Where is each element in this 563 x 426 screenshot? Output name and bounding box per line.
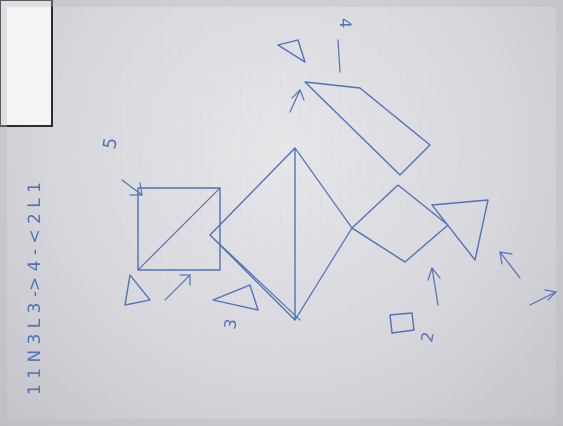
cover-sheet [0,0,52,126]
label-4: 4 [336,18,355,28]
left-note: 1 1 N 3 L 3 -> 4 - < 2 L 1 [25,182,45,395]
